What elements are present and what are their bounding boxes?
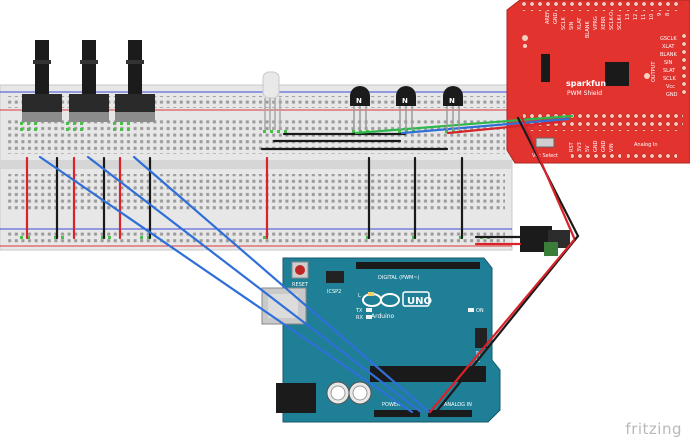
svg-text:9: 9 [657, 13, 663, 16]
power-label: POWER [382, 402, 401, 408]
shield-output-labels: GSCLK XLAT BLANK SIN SLAT SCLK Vcc GND [660, 36, 678, 98]
svg-text:GND: GND [666, 92, 678, 98]
svg-text:SIN: SIN [569, 21, 575, 30]
shield-chip [605, 62, 629, 86]
shield-bottom-labels: RST 3V3 5V GND GND VIN [569, 140, 615, 152]
svg-text:10: 10 [649, 14, 655, 20]
wires [25, 114, 580, 414]
svg-text:TX: TX [355, 308, 363, 314]
svg-text:BLANK: BLANK [660, 52, 677, 58]
svg-text:SLAT: SLAT [663, 68, 676, 74]
analog-header [428, 410, 472, 417]
svg-text:SCLK: SCLK [663, 76, 676, 82]
arduino-wordmark: Arduino [371, 313, 395, 320]
shield-chip [541, 54, 550, 82]
svg-text:VPRG: VPRG [593, 16, 599, 30]
svg-text:VIN: VIN [609, 143, 615, 152]
svg-text:RST: RST [569, 141, 575, 152]
svg-text:3V3: 3V3 [577, 142, 583, 152]
potentiometer[interactable] [22, 40, 62, 122]
svg-text:GND: GND [553, 12, 559, 24]
microcontroller-chip [370, 366, 486, 382]
digital-header [356, 262, 480, 269]
shield-output-label: OUTPUT [651, 61, 657, 82]
potentiometer[interactable] [115, 40, 155, 122]
vcc-select-switch[interactable] [535, 137, 555, 148]
npn-transistor: N [396, 86, 416, 130]
svg-text:BLANK: BLANK [585, 21, 591, 38]
transistor-label: N [356, 97, 362, 105]
shield-top-pin-labels: AREF GND SCLK SIN XLAT BLANK VPRG XERR S… [545, 11, 671, 38]
svg-text:GSCLK: GSCLK [660, 36, 677, 42]
shield-analog-label: Analog In [634, 142, 658, 148]
svg-text:SCLK-O: SCLK-O [609, 12, 615, 30]
power-jack [276, 383, 316, 413]
fritzing-watermark: fritzing [625, 420, 682, 438]
svg-text:12: 12 [633, 14, 639, 20]
svg-text:XLAT: XLAT [577, 17, 583, 30]
power-header [374, 410, 420, 417]
vcc-select-label: Vcc Select [532, 153, 558, 159]
icsp2-label: ICSP2 [327, 289, 341, 295]
tx-led [366, 308, 372, 312]
svg-text:UNO: UNO [407, 296, 432, 307]
rgb-led [262, 71, 281, 130]
svg-text:13: 13 [625, 14, 631, 20]
icsp-label: ICSP [476, 351, 482, 362]
svg-text:XERR: XERR [601, 16, 607, 30]
svg-text:5V: 5V [585, 145, 591, 152]
sparkfun-pwm-shield: AREF GND SCLK SIN XLAT BLANK VPRG XERR S… [506, 0, 690, 164]
svg-text:11: 11 [641, 14, 647, 20]
npn-transistor: N [443, 86, 463, 130]
arduino-uno-board: RESET ICSP2 DIGITAL (PWM~) UNO Arduino L… [261, 257, 501, 423]
arduino-logo: UNO Arduino [362, 291, 432, 320]
npn-transistor: N [350, 86, 370, 130]
svg-text:SCLK-I: SCLK-I [617, 15, 623, 30]
svg-text:L: L [358, 293, 361, 299]
potentiometer[interactable] [69, 40, 109, 122]
digital-label: DIGITAL (PWM~) [378, 275, 420, 281]
rx-led [366, 315, 372, 319]
svg-text:8: 8 [665, 13, 671, 16]
l-led [368, 292, 374, 296]
shield-name: PWM Shield [567, 90, 602, 97]
svg-text:SCLK: SCLK [561, 17, 567, 30]
breadboard [0, 84, 513, 251]
svg-text:GND: GND [601, 140, 607, 152]
svg-text:Vcc: Vcc [666, 84, 675, 90]
svg-text:SIN: SIN [664, 60, 673, 66]
svg-text:AREF: AREF [545, 11, 551, 24]
svg-text:XLAT: XLAT [662, 44, 675, 50]
reset-label: RESET [292, 282, 309, 288]
svg-text:RX: RX [356, 315, 363, 321]
on-led [468, 308, 474, 312]
svg-text:GND: GND [593, 140, 599, 152]
transistor-label: N [449, 97, 455, 105]
dc-barrel-jack [520, 226, 570, 256]
shield-brand: sparkfun [566, 79, 606, 88]
svg-text:ON: ON [476, 308, 484, 314]
transistor-label: N [402, 97, 408, 105]
analog-label: ANALOG IN [444, 402, 472, 408]
